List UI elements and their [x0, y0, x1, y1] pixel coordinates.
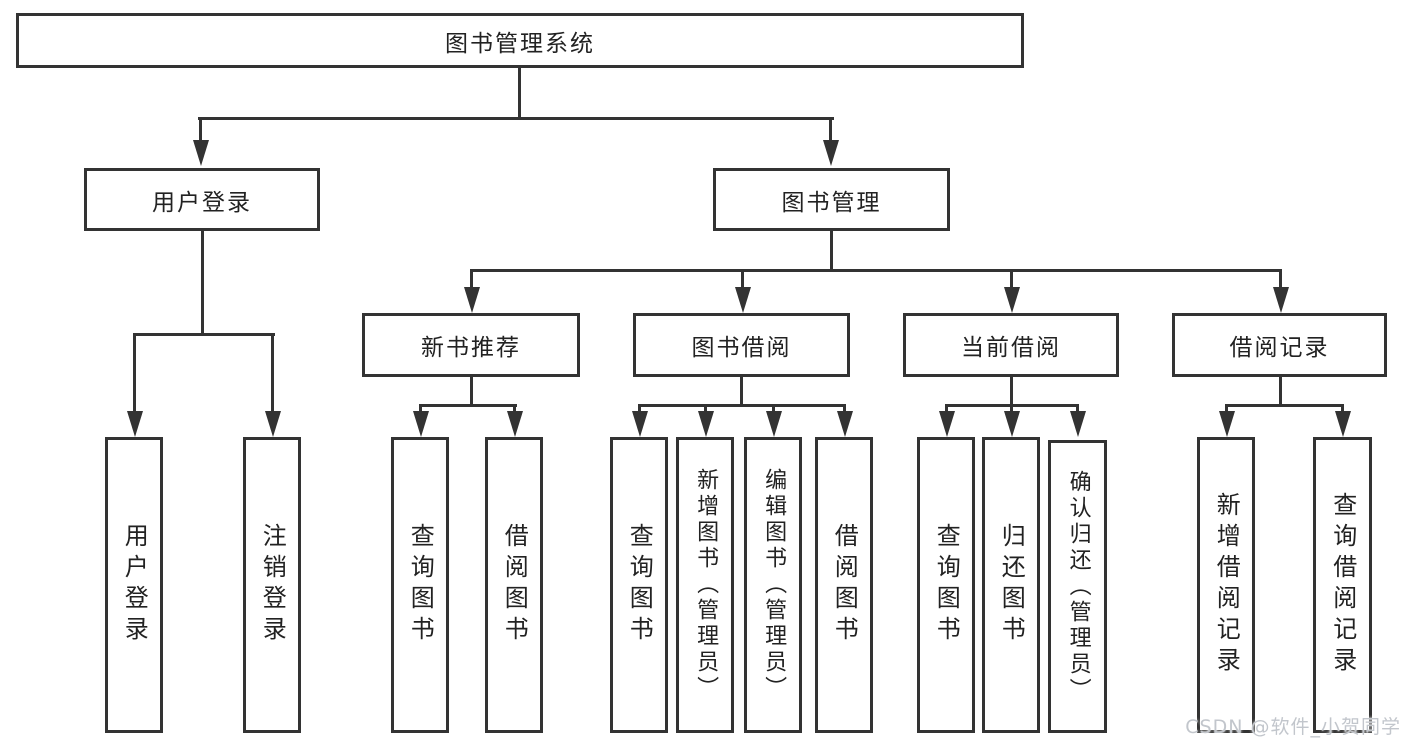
leaf-rec-borrow-books: 借阅图书	[485, 437, 543, 733]
leaf-borrow-query-books: 查询图书	[610, 437, 668, 733]
watermark: CSDN @软件_小贺同学	[1185, 716, 1401, 738]
connector-arrow	[419, 404, 422, 411]
leaf-user-login: 用户登录	[105, 437, 163, 733]
connector-arrow	[741, 269, 744, 287]
connector-arrow	[1010, 269, 1013, 287]
leaf-current-query-books: 查询图书	[917, 437, 975, 733]
node-library-management-system: 图书管理系统	[16, 13, 1024, 68]
connector-arrow	[945, 404, 948, 411]
connector-line	[1279, 376, 1282, 407]
leaf-logout: 注销登录	[243, 437, 301, 733]
connector-line	[740, 376, 743, 407]
connector-arrow	[843, 404, 846, 411]
leaf-records-add-borrow-record: 新增借阅记录	[1197, 437, 1255, 733]
connector-line	[638, 404, 846, 407]
leaf-records-query-borrow-record: 查询借阅记录	[1313, 437, 1372, 733]
connector-arrow	[772, 404, 775, 411]
node-book-borrowing: 图书借阅	[633, 313, 850, 377]
connector-line	[470, 376, 473, 407]
connector-line	[518, 68, 521, 119]
connector-line	[201, 229, 204, 336]
connector-line	[1010, 376, 1013, 407]
connector-arrow	[638, 404, 641, 411]
connector-arrow	[1341, 404, 1344, 411]
connector-arrow	[704, 404, 707, 411]
connector-line	[198, 117, 834, 120]
connector-arrow	[829, 117, 832, 140]
connector-arrow	[133, 333, 136, 411]
connector-arrow	[1076, 404, 1079, 411]
connector-arrow	[1279, 269, 1282, 287]
leaf-current-return-books: 归还图书	[982, 437, 1040, 733]
node-current-borrowing: 当前借阅	[903, 313, 1119, 377]
leaf-borrow-borrow-books: 借阅图书	[815, 437, 873, 733]
connector-line	[419, 404, 517, 407]
leaf-borrow-add-books-admin: 新增图书（管理员）	[676, 437, 734, 733]
connector-arrow	[513, 404, 516, 411]
node-user-login: 用户登录	[84, 168, 320, 231]
connector-line	[133, 333, 275, 336]
connector-line	[830, 229, 833, 271]
connector-arrow	[1010, 404, 1013, 411]
connector-arrow	[470, 269, 473, 287]
node-book-management: 图书管理	[713, 168, 950, 231]
leaf-rec-query-books: 查询图书	[391, 437, 449, 733]
node-borrowing-records: 借阅记录	[1172, 313, 1387, 377]
connector-arrow	[1225, 404, 1228, 411]
connector-line	[1225, 404, 1344, 407]
leaf-current-confirm-return-admin: 确认归还（管理员）	[1048, 440, 1107, 733]
leaf-borrow-edit-books-admin: 编辑图书（管理员）	[744, 437, 802, 733]
connector-line	[470, 269, 1282, 272]
connector-arrow	[199, 117, 202, 140]
node-new-book-recommendation: 新书推荐	[362, 313, 580, 377]
connector-arrow	[271, 333, 274, 411]
